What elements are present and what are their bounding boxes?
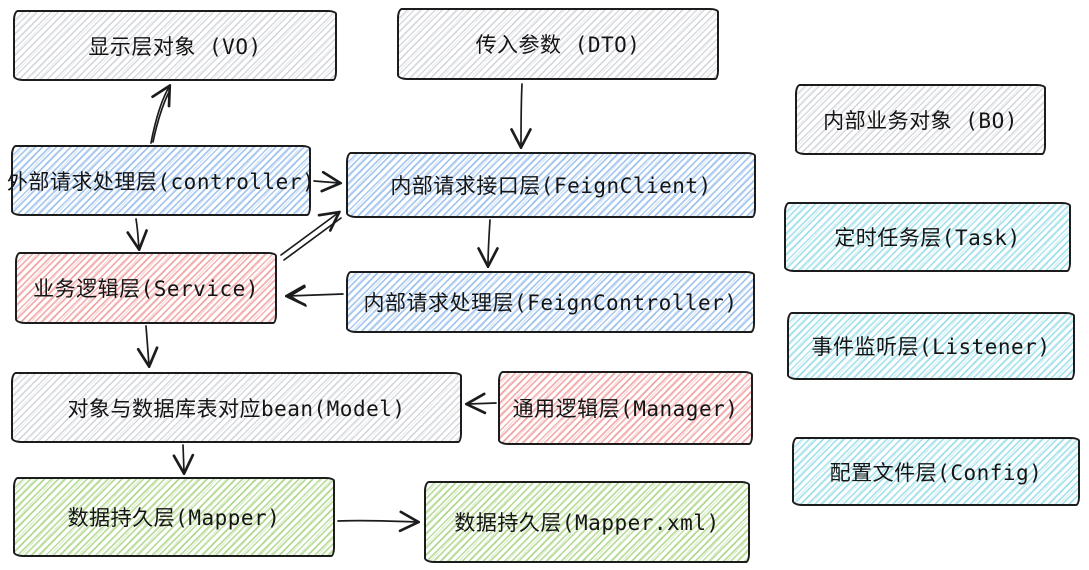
node-manager-label: 通用逻辑层(Manager): [512, 397, 739, 421]
arrow-feigncontroller-to-service-chevron2: [288, 286, 307, 307]
node-mapper-xml-label: 数据持久层(Mapper.xml): [454, 511, 720, 535]
node-vo-label: 显示层对象 (VO): [88, 34, 262, 59]
arrow-model-to-mapper: [183, 444, 184, 472]
node-listener-label: 事件监听层(Listener): [811, 335, 1051, 359]
arrow-mapper-to-mapperxml: [337, 521, 417, 522]
node-mapper: 数据持久层(Mapper): [13, 477, 335, 557]
node-listener: 事件监听层(Listener): [787, 312, 1075, 380]
node-config-label: 配置文件层(Config): [829, 460, 1043, 485]
arrow-feigncontroller-to-service: [288, 294, 344, 296]
node-feign-client-label: 内部请求接口层(FeignClient): [390, 174, 712, 198]
node-controller-label: 外部请求处理层(controller): [6, 169, 316, 194]
arrow-controller-to-vo: [150, 87, 169, 144]
node-service-label: 业务逻辑层(Service): [33, 277, 259, 301]
arrow-dto-to-feignclient: [521, 83, 522, 146]
arrow-controller-to-feignclient: [313, 181, 339, 183]
node-bo: 内部业务对象 (BO): [795, 84, 1046, 155]
node-bo-label: 内部业务对象 (BO): [823, 108, 1018, 133]
node-dto: 传入参数 (DTO): [397, 8, 719, 80]
node-mapper-label: 数据持久层(Mapper): [67, 506, 281, 530]
node-feign-controller: 内部请求处理层(FeignController): [346, 271, 755, 333]
node-vo: 显示层对象 (VO): [13, 10, 337, 81]
node-manager: 通用逻辑层(Manager): [498, 371, 753, 445]
node-task: 定时任务层(Task): [784, 202, 1071, 272]
node-config: 配置文件层(Config): [792, 437, 1080, 506]
node-model-label: 对象与数据库表对应bean(Model): [67, 396, 406, 421]
node-dto-label: 传入参数 (DTO): [475, 33, 641, 57]
arrow-service-to-feignclient: [280, 213, 338, 256]
arrow-service-to-model: [146, 325, 149, 365]
node-mapper-xml: 数据持久层(Mapper.xml): [424, 481, 750, 563]
arrow-feignclient-to-feigncontroller: [488, 219, 490, 265]
node-task-label: 定时任务层(Task): [834, 226, 1021, 250]
arrow-controller-to-vo-stroke2: [152, 91, 170, 143]
arrow-service-to-feignclient-stroke2: [283, 217, 342, 261]
node-service: 业务逻辑层(Service): [15, 252, 277, 324]
arrow-manager-to-model: [468, 403, 497, 404]
node-feign-client: 内部请求接口层(FeignClient): [346, 152, 756, 218]
arrow-controller-to-service: [136, 218, 139, 248]
node-model: 对象与数据库表对应bean(Model): [11, 372, 462, 443]
node-feign-controller-label: 内部请求处理层(FeignController): [363, 291, 738, 315]
node-controller: 外部请求处理层(controller): [7, 145, 315, 216]
